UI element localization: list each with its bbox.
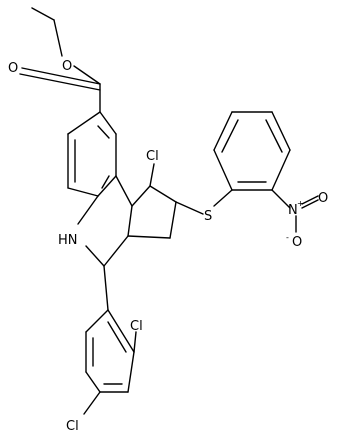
atom-labels: O O Cl S N + O O - HN Cl Cl <box>8 59 328 434</box>
nitro-nitrogen-label: N <box>288 203 298 218</box>
nitro-oxygen-charge: - <box>286 233 289 242</box>
ortho-chlorine-label: Cl <box>130 319 143 334</box>
para-chlorine-label: Cl <box>66 419 79 434</box>
bond-lines <box>19 7 319 415</box>
sulfur-label: S <box>204 209 212 224</box>
amine-label: HN <box>58 233 78 248</box>
nitro-oxygen-top-label: O <box>318 191 328 206</box>
cyclopentane-chlorine-label: Cl <box>146 149 159 164</box>
ester-carbonyl-oxygen-label: O <box>8 61 18 76</box>
nitro-nitrogen-charge: + <box>297 199 304 208</box>
ester-ether-oxygen-label: O <box>62 59 72 74</box>
nitro-oxygen-bottom-label: O <box>292 235 302 250</box>
